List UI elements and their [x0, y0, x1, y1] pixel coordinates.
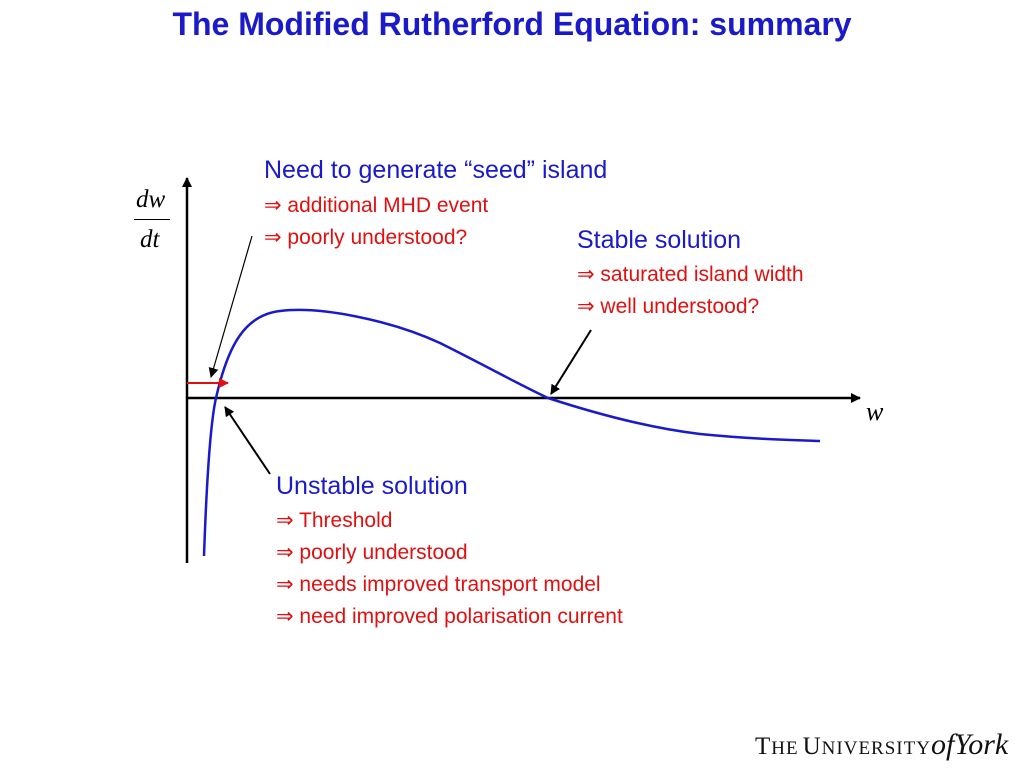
seed-island-heading: Need to generate “seed” island: [264, 156, 608, 184]
y-axis-label-fraction-bar: [134, 219, 170, 220]
seed-island-note: Need to generate “seed” island ⇒ additio…: [264, 156, 608, 249]
growth-rate-curve: [202, 308, 821, 557]
unstable-solution-note: Unstable solution ⇒ Threshold ⇒ poorly u…: [276, 472, 623, 628]
unstable-pointer-arrow: [224, 406, 271, 475]
y-axis-label-denominator: dt: [140, 226, 160, 253]
stable-point: ⇒ saturated island width: [577, 263, 804, 286]
x-axis-label: w: [866, 397, 884, 426]
unstable-point: ⇒ need improved polarisation current: [276, 605, 623, 628]
unstable-solution-heading: Unstable solution: [276, 472, 468, 500]
stable-solution-heading: Stable solution: [577, 226, 742, 254]
unstable-point: ⇒ Threshold: [276, 509, 393, 532]
unstable-point: ⇒ poorly understood: [276, 541, 468, 564]
unstable-point: ⇒ needs improved transport model: [276, 573, 601, 596]
slide-title: The Modified Rutherford Equation: summar…: [172, 6, 852, 42]
stable-point: ⇒ well understood?: [577, 295, 760, 318]
seed-point: ⇒ poorly understood?: [264, 226, 468, 249]
university-of-york-logo: THE UNIVERSITYofYork: [755, 728, 1009, 761]
stable-solution-note: Stable solution ⇒ saturated island width…: [577, 226, 804, 318]
seed-point: ⇒ additional MHD event: [264, 194, 489, 217]
stable-pointer-arrow: [550, 329, 592, 395]
y-axis-label-numerator: dw: [136, 186, 166, 213]
seed-pointer-arrow: [208, 235, 253, 378]
